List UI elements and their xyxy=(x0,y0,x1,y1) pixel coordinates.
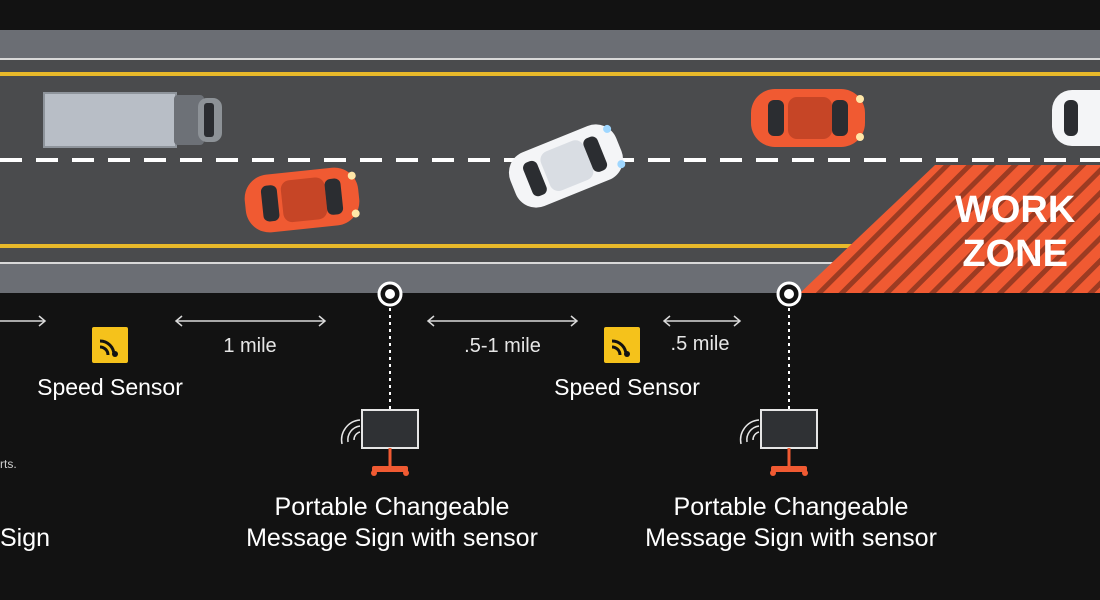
lane-line-yellow-top xyxy=(0,72,1100,76)
lane-line-yellow-bottom xyxy=(0,244,1100,248)
cropped-note-fragment: rts. xyxy=(0,457,17,471)
truck-icon xyxy=(43,92,222,148)
work-zone-area xyxy=(800,165,1100,293)
car-icon xyxy=(1052,90,1100,146)
distance-label: .5-1 mile xyxy=(464,335,541,357)
car-icon xyxy=(751,89,865,147)
car-icon xyxy=(508,124,626,208)
message-sign-label: Portable Changeable Message Sign with se… xyxy=(621,492,961,554)
message-sign-label-line2: Message Sign with sensor xyxy=(645,524,937,552)
message-sign-label-line1: Portable Changeable xyxy=(274,493,510,521)
wifi-sensor-icon xyxy=(604,327,640,363)
work-zone-label: WORK ZONE xyxy=(955,188,1075,276)
message-sign-label-line1: Portable Changeable xyxy=(673,493,909,521)
speed-sensor-label: Speed Sensor xyxy=(37,374,183,400)
message-sign-icon xyxy=(739,409,818,476)
work-zone-line1: WORK xyxy=(955,189,1076,231)
distance-label: 1 mile xyxy=(223,335,277,357)
wifi-sensor-icon xyxy=(92,327,128,363)
speed-sensor-label: Speed Sensor xyxy=(554,374,700,400)
sign-marker xyxy=(377,281,403,410)
message-sign-label: Portable Changeable Message Sign with se… xyxy=(222,492,562,554)
cropped-sign-label-fragment: Sign xyxy=(0,524,51,552)
distance-arrows xyxy=(0,315,742,327)
work-zone-line2: ZONE xyxy=(962,233,1068,275)
message-sign-label-line2: Message Sign with sensor xyxy=(246,524,538,552)
car-icon xyxy=(244,167,360,233)
message-sign-icon xyxy=(340,409,419,476)
distance-label: .5 mile xyxy=(670,333,730,355)
sign-marker xyxy=(776,281,802,410)
